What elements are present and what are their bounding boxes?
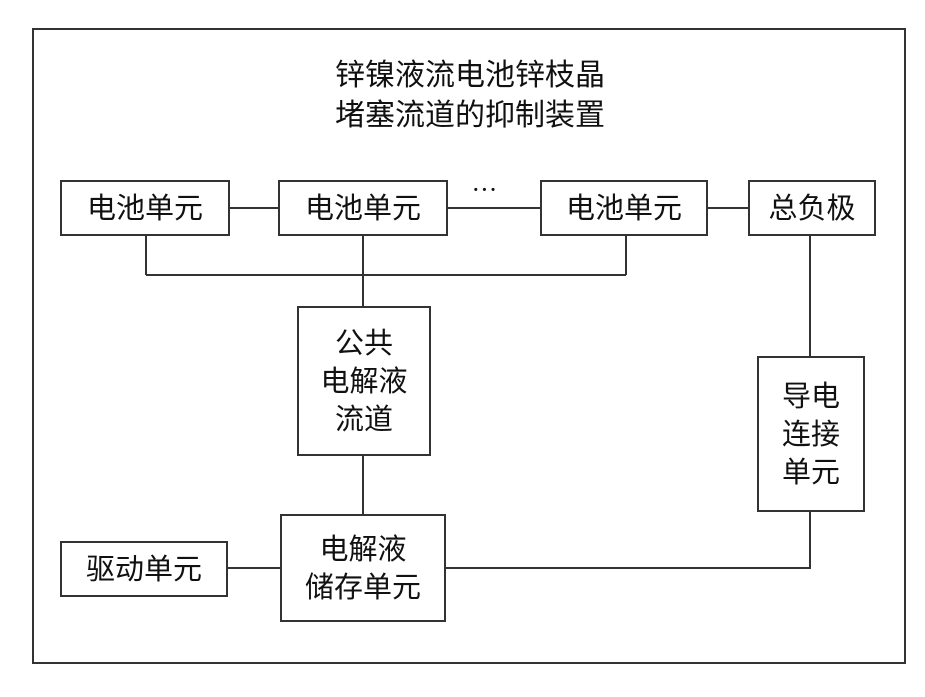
- electrolyte-storage-unit: 电解液 储存单元: [280, 514, 446, 622]
- battery-unit-3: 电池单元: [540, 180, 708, 236]
- conductive-connection-unit-label: 导电 连接 单元: [782, 377, 840, 491]
- battery-unit-2-label: 电池单元: [305, 189, 421, 227]
- common-electrolyte-channel-label: 公共 电解液 流道: [320, 324, 407, 438]
- electrolyte-storage-unit-label: 电解液 储存单元: [305, 530, 421, 606]
- battery-unit-1: 电池单元: [60, 180, 230, 236]
- drive-unit-label: 驱动单元: [86, 550, 202, 588]
- link-conductive-storage: [446, 512, 810, 568]
- battery-unit-2: 电池单元: [278, 180, 448, 236]
- battery-unit-3-label: 电池单元: [566, 189, 682, 227]
- total-negative: 总负极: [748, 180, 876, 236]
- ellipsis: ···: [472, 176, 498, 204]
- battery-unit-1-label: 电池单元: [87, 189, 203, 227]
- total-negative-label: 总负极: [768, 189, 855, 227]
- common-electrolyte-channel: 公共 电解液 流道: [297, 306, 431, 456]
- conductive-connection-unit: 导电 连接 单元: [757, 356, 865, 512]
- drive-unit: 驱动单元: [60, 541, 228, 597]
